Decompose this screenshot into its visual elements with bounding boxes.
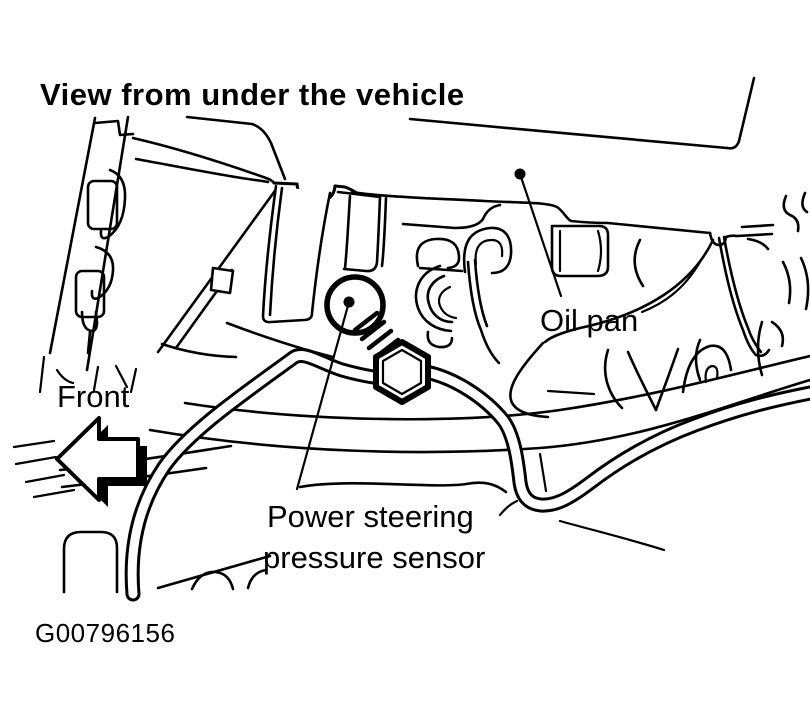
front-label: Front bbox=[57, 379, 130, 414]
oil-pan-label: Oil pan bbox=[540, 303, 638, 338]
bottom-left-shapes bbox=[62, 530, 272, 594]
foreground-lines bbox=[498, 452, 666, 552]
sensor-callout bbox=[295, 296, 355, 491]
rail-end-fragments bbox=[38, 355, 138, 394]
engine-mount-bracket bbox=[261, 184, 388, 324]
sensor-label-line2: pressure sensor bbox=[263, 540, 485, 575]
engine-details bbox=[414, 191, 810, 365]
body-panel-edges bbox=[185, 76, 756, 181]
sensor-label-line1: Power steering bbox=[267, 499, 474, 534]
power-steering-pressure-sensor bbox=[324, 274, 431, 405]
diagram-title: View from under the vehicle bbox=[40, 77, 465, 112]
oil-pan-callout bbox=[514, 168, 563, 298]
figure-code: G00796156 bbox=[35, 618, 175, 648]
power-steering-hose bbox=[124, 348, 810, 602]
front-arrow-icon bbox=[55, 416, 147, 507]
left-frame-rail bbox=[48, 115, 135, 372]
sensor-body bbox=[324, 274, 386, 336]
front-arrow-body bbox=[55, 416, 140, 502]
sensor-hex-chamfer bbox=[381, 348, 423, 396]
